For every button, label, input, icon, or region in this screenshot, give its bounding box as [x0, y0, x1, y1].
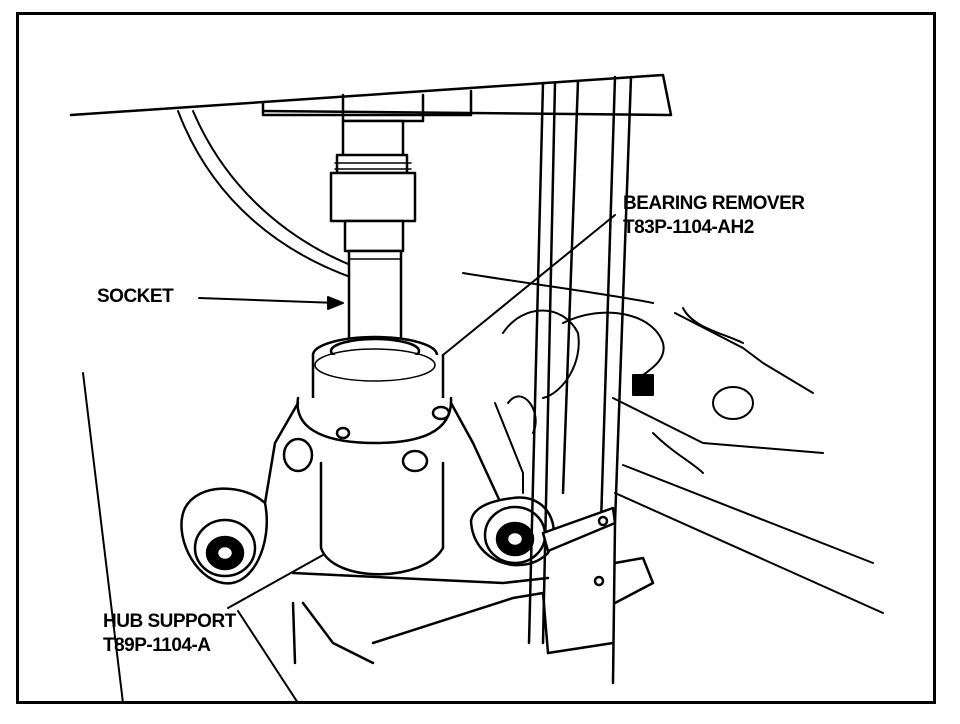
hub-support-base — [291, 571, 615, 665]
knuckle-body — [241, 396, 505, 576]
bearing-removal-illustration — [69, 73, 884, 701]
hub-support-label: HUB SUPPORT — [103, 611, 236, 632]
hub-support-part-number: T89P-1104-A — [103, 635, 211, 656]
right-bushing — [469, 496, 556, 567]
bearing-remover-label: BEARING REMOVER — [623, 193, 805, 214]
press-frame-upright — [527, 75, 655, 685]
bearing-remover-part-number: T83P-1104-AH2 — [623, 217, 754, 238]
left-bushing — [180, 487, 268, 585]
suspension-components — [494, 307, 824, 494]
socket-tool — [343, 219, 405, 345]
press-ram — [329, 119, 417, 223]
press-top-plate — [69, 73, 673, 123]
socket-leader-arrow — [198, 296, 344, 310]
vehicle-body-outline — [82, 110, 884, 701]
illustration-frame: SOCKET BEARING REMOVER T83P-1104-AH2 HUB… — [16, 12, 936, 704]
hub-support-leader-lines — [227, 554, 324, 701]
socket-label: SOCKET — [97, 286, 174, 307]
bearing-remover-leader-line — [442, 214, 616, 356]
